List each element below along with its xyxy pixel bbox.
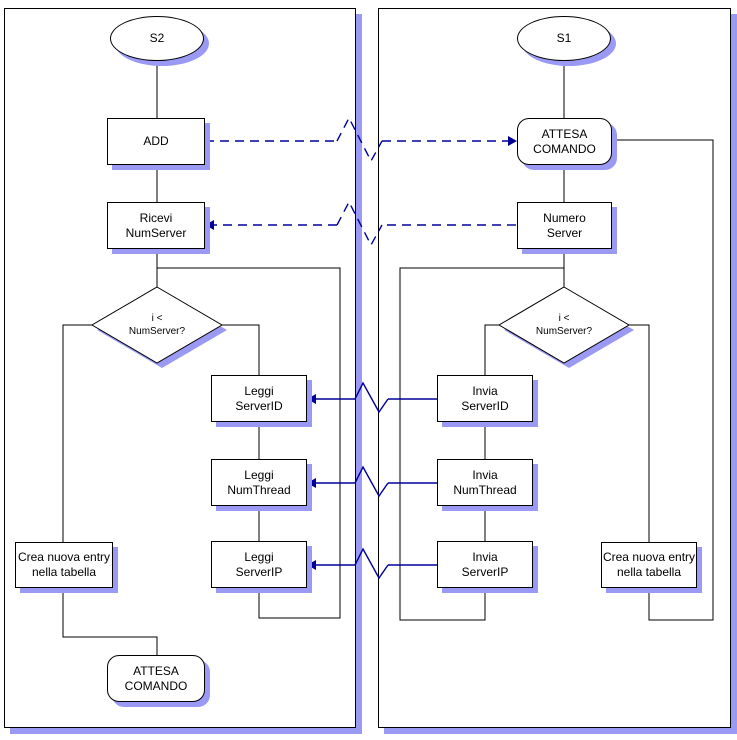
node-leggi-serverip: Leggi ServerIP — [211, 541, 307, 588]
edge-crea-to-attesa-s2 — [62, 588, 158, 655]
label-decision-s1: i < NumServer? — [535, 313, 593, 337]
node-leggi-numthread: Leggi NumThread — [211, 459, 307, 506]
node-leggi-serverid: Leggi ServerID — [211, 375, 307, 422]
node-invia-serverip: Invia ServerIP — [437, 541, 533, 588]
label-decision-s2: i < NumServer? — [128, 313, 186, 337]
edge-decision-to-leggi-serverid — [222, 324, 260, 375]
edge-s1-loopback — [399, 267, 564, 621]
node-crea-entry-s2: Crea nuova entry nella tabella — [15, 542, 113, 588]
msg-serverid-arrowhead — [307, 394, 316, 404]
panel-s1-frame — [378, 8, 731, 728]
edge-s2-loopback — [157, 267, 341, 619]
node-invia-serverid: Invia ServerID — [437, 375, 533, 422]
decision-s2-diamond — [91, 286, 223, 364]
node-s2-start: S2 — [110, 16, 204, 61]
node-attesa-comando-s1: ATTESA COMANDO — [517, 118, 612, 165]
msg-numthread-arrowhead — [307, 478, 316, 488]
msg-numthread-break — [354, 465, 389, 498]
msg-serverip-arrowhead — [307, 560, 316, 570]
msg-add-arrowhead — [508, 136, 517, 146]
msg-serverip-break — [354, 547, 389, 580]
msg-numserver-arrowhead — [205, 220, 214, 230]
node-crea-entry-s1: Crea nuova entry nella tabella — [601, 542, 697, 588]
node-ricevi-numserver: Ricevi NumServer — [107, 202, 205, 249]
node-numero-server: Numero Server — [517, 202, 612, 249]
node-invia-numthread: Invia NumThread — [437, 459, 533, 506]
edge-decision-to-invia-serverid — [484, 324, 499, 375]
msg-numserver-break — [336, 200, 383, 247]
msg-add-break — [336, 116, 383, 163]
node-add: ADD — [107, 118, 205, 165]
panel-s2-frame — [4, 8, 356, 728]
edge-decision-to-crea-s2 — [62, 324, 92, 542]
msg-serverid-break — [354, 381, 389, 414]
decision-s1-diamond — [498, 286, 630, 364]
edge-decision-to-crea-s1 — [629, 324, 650, 542]
node-s1-start: S1 — [517, 16, 611, 61]
edge-crea-to-attesa-s1 — [612, 139, 714, 621]
node-attesa-comando-s2: ATTESA COMANDO — [107, 655, 205, 702]
